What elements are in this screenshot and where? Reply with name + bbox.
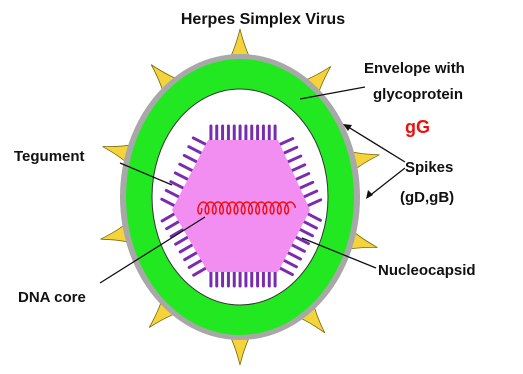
label-tegument: Tegument <box>14 148 85 165</box>
diagram-title: Herpes Simplex Virus <box>181 11 345 28</box>
label-spikes-line1: Spikes <box>405 159 453 176</box>
label-spikes-line2: (gD,gB) <box>400 189 454 206</box>
arrowhead-spike-lower <box>366 190 373 199</box>
label-dna-core: DNA core <box>18 289 86 306</box>
label-envelope-line1: Envelope with <box>364 60 465 77</box>
label-gg: gG <box>405 117 430 137</box>
label-nucleocapsid: Nucleocapsid <box>378 262 476 279</box>
label-envelope-line2: glycoprotein <box>373 86 463 103</box>
